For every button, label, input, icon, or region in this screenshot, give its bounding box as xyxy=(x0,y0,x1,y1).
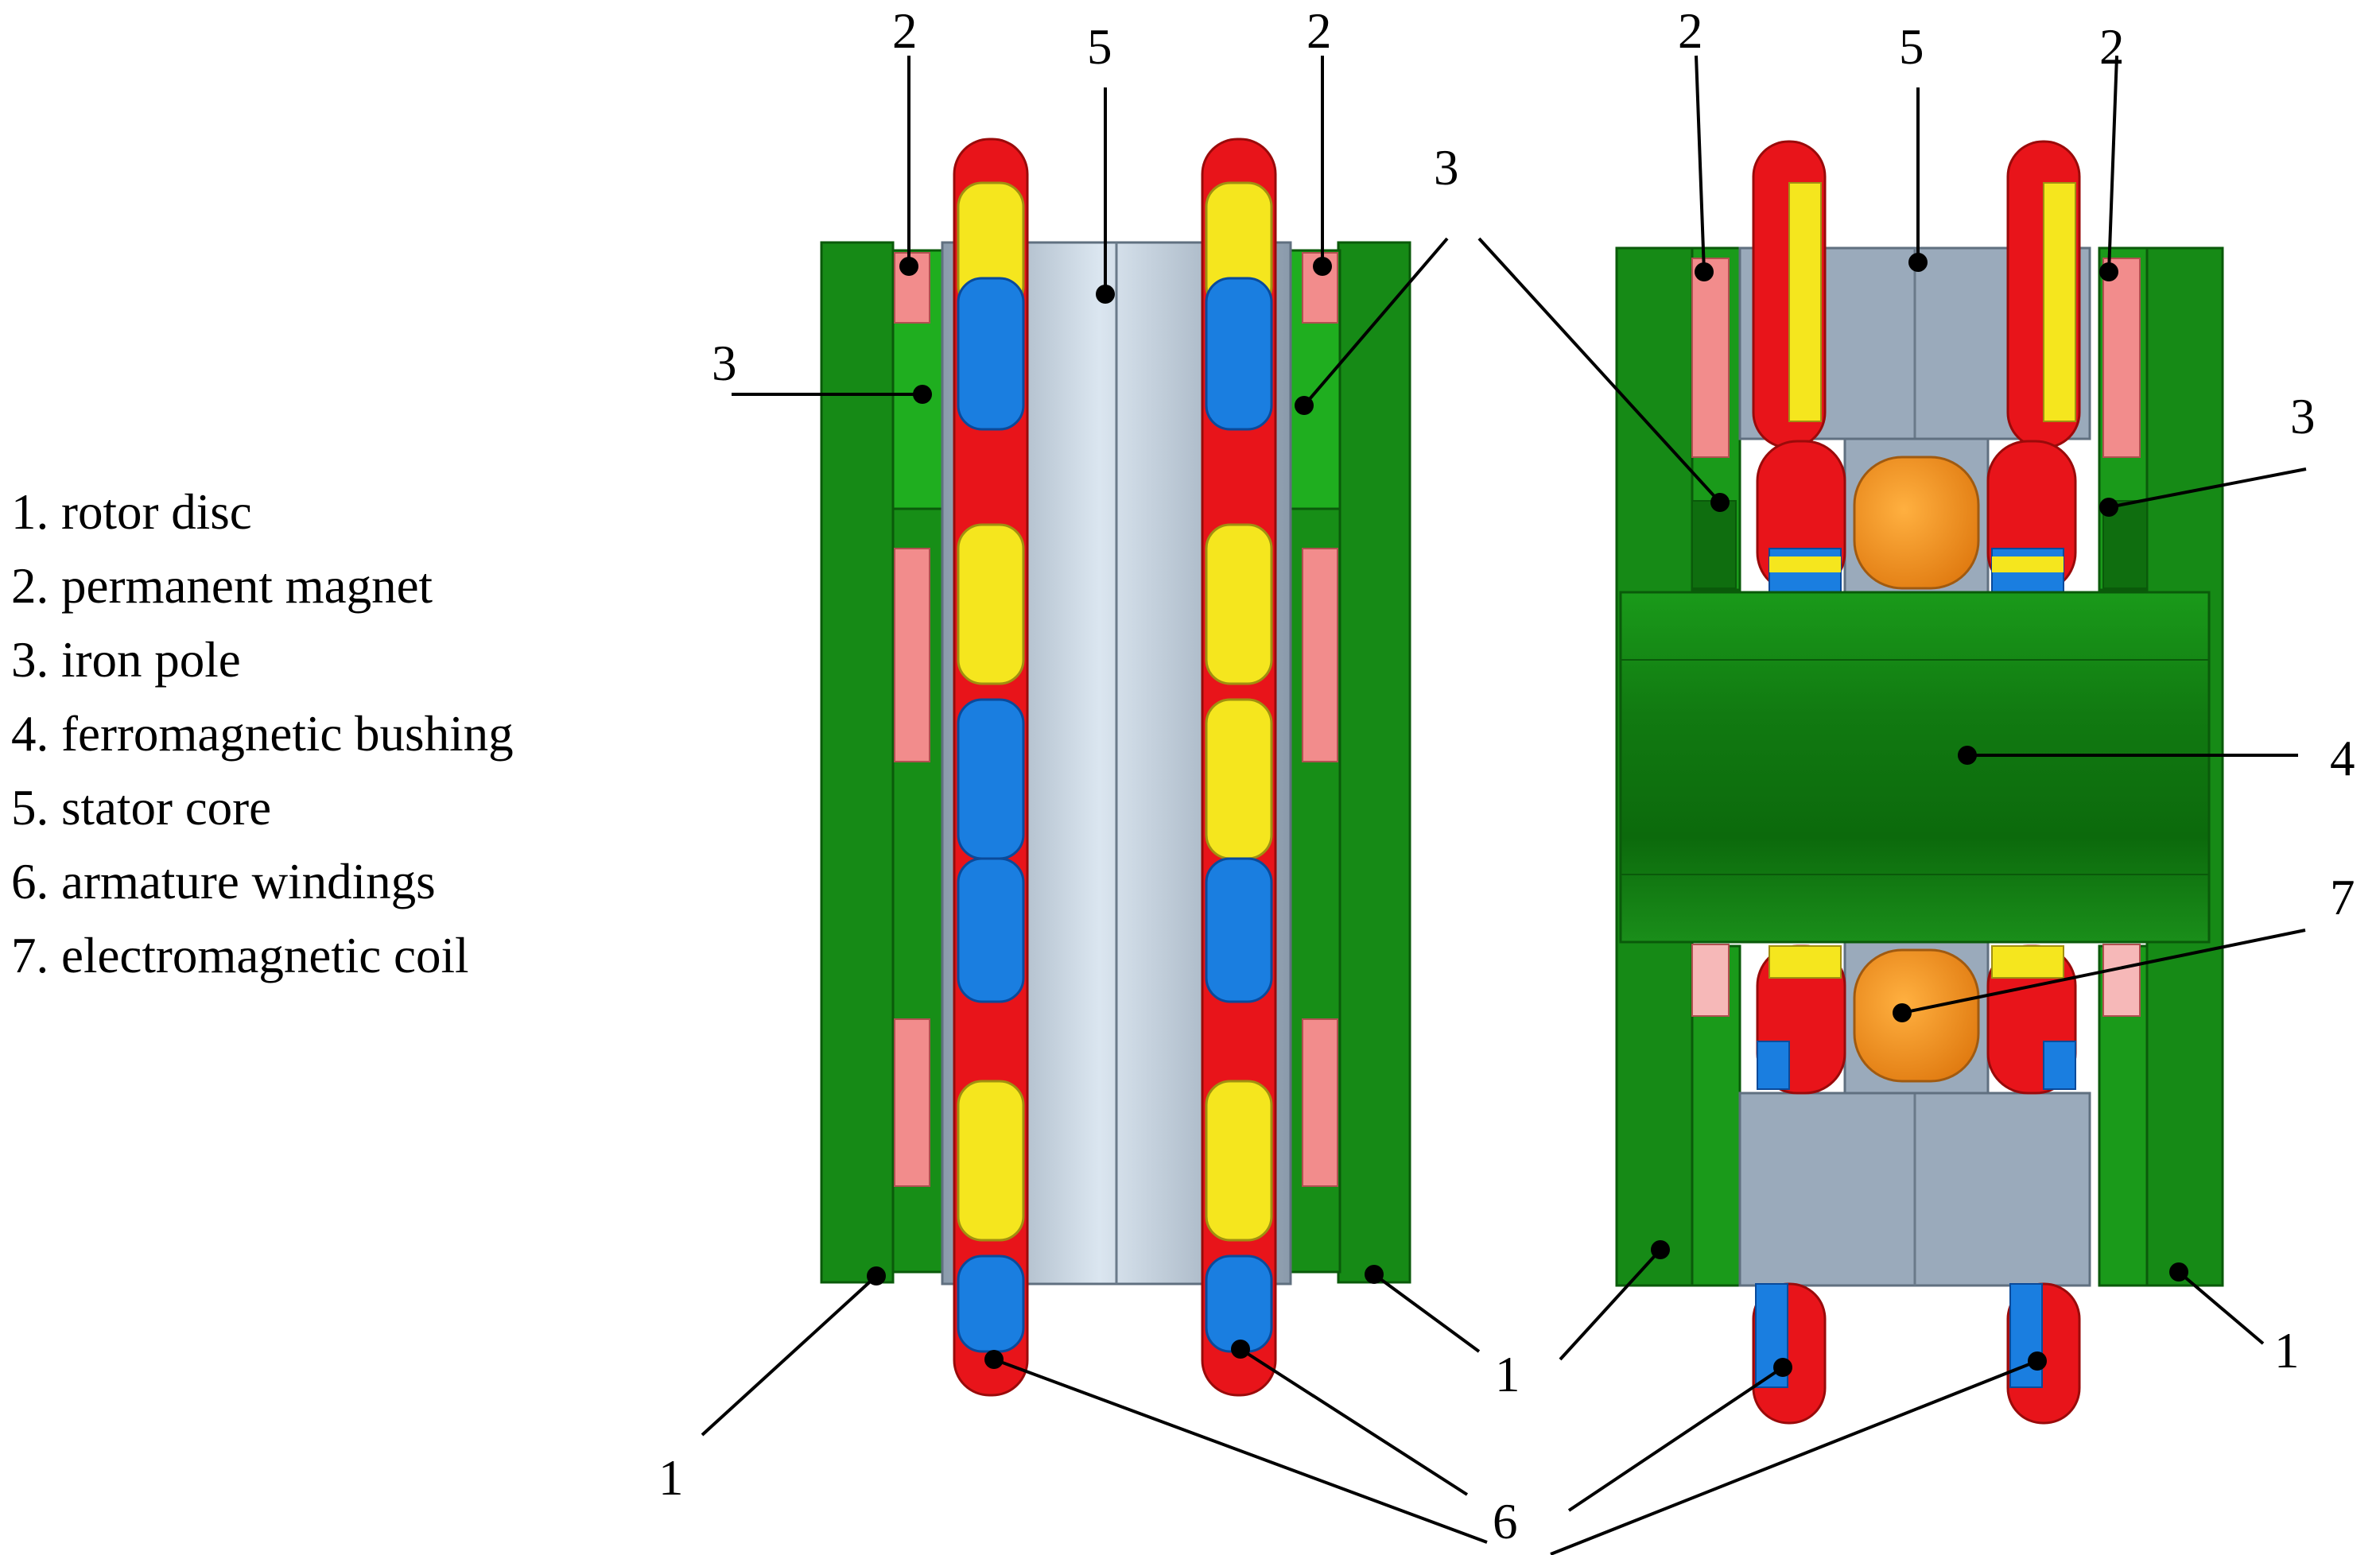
legend-item-stator-core: 5. stator core xyxy=(11,780,272,836)
callout-label-3: 3 xyxy=(1434,140,1459,196)
callout-label-3: 3 xyxy=(712,335,737,391)
callout-label-3: 3 xyxy=(2290,389,2316,444)
right-view xyxy=(1615,140,2224,1425)
electromagnetic-coil-bottom xyxy=(1853,948,1980,1083)
permanent-magnet xyxy=(2102,258,2141,458)
callout-label-2: 2 xyxy=(2099,19,2125,75)
pole-column-left xyxy=(891,249,944,1274)
permanent-magnet xyxy=(2102,944,2141,1017)
permanent-magnet xyxy=(894,1018,930,1187)
legend-item-armature-windings: 6. armature windings xyxy=(11,854,436,909)
callout-label-7: 7 xyxy=(2330,870,2355,925)
rotor-disc-left-outer xyxy=(820,241,895,1284)
armature-winding-strip-left xyxy=(953,138,1029,1397)
legend-item-rotor-disc: 1. rotor disc xyxy=(11,484,252,540)
callout-label-2: 2 xyxy=(892,3,918,59)
ferromagnetic-bushing xyxy=(1619,591,2211,944)
callout-label-2: 2 xyxy=(1678,3,1703,59)
callout-label-1: 1 xyxy=(658,1450,684,1506)
legend: 1. rotor disc 2. permanent magnet 3. iro… xyxy=(11,475,514,993)
callout-label-6: 6 xyxy=(1493,1494,1518,1549)
callout-label-1: 1 xyxy=(2274,1323,2300,1379)
armature-windings-right-view xyxy=(1752,140,2081,1425)
callout-label-5: 5 xyxy=(1087,19,1112,75)
callout-label-1: 1 xyxy=(1495,1347,1520,1402)
permanent-magnet xyxy=(1691,258,1730,458)
rotor-disc-right-outer xyxy=(1337,241,1411,1284)
armature-winding-strip-right xyxy=(1201,138,1277,1397)
callout-labels: 2 5 2 3 3 2 5 2 3 4 7 1 1 1 6 xyxy=(658,3,2355,1549)
permanent-magnet xyxy=(1302,1018,1338,1187)
callout-label-2: 2 xyxy=(1306,3,1332,59)
permanent-magnet xyxy=(1691,944,1730,1017)
leader-lines xyxy=(701,55,2307,1555)
electromagnetic-coil-top xyxy=(1853,456,1980,590)
permanent-magnet xyxy=(894,548,930,762)
legend-item-ferromagnetic-bushing: 4. ferromagnetic bushing xyxy=(11,706,514,762)
callout-dots xyxy=(867,253,2188,1377)
iron-pole xyxy=(1691,500,1737,589)
legend-item-iron-pole: 3. iron pole xyxy=(11,632,241,688)
callout-label-5: 5 xyxy=(1899,19,1924,75)
permanent-magnet xyxy=(1302,548,1338,762)
left-view xyxy=(820,138,1411,1397)
legend-item-permanent-magnet: 2. permanent magnet xyxy=(11,558,433,614)
legend-item-electromagnetic-coil: 7. electromagnetic coil xyxy=(11,928,469,983)
callout-label-4: 4 xyxy=(2330,731,2355,786)
